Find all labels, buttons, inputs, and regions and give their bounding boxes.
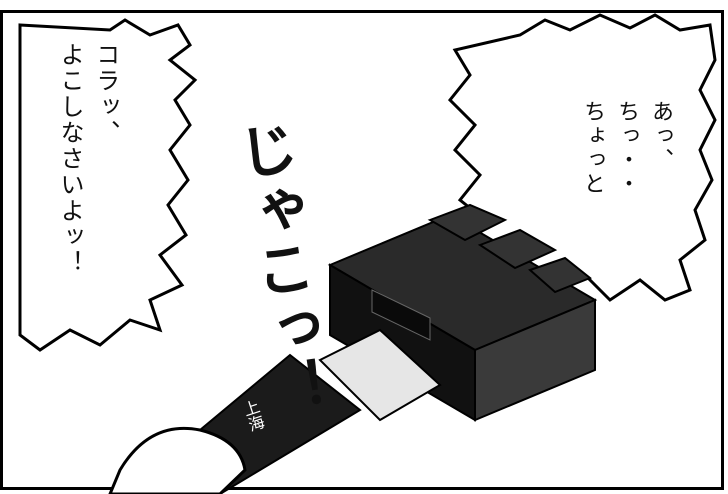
device-fin-1 bbox=[427, 203, 508, 242]
right-speech-balloon bbox=[447, 13, 717, 302]
cartridge-slot bbox=[371, 289, 431, 341]
speech-right-text: あっ、 ちっ・・ ちょっと bbox=[580, 100, 673, 196]
device-fin-3 bbox=[528, 256, 592, 294]
cartridge bbox=[318, 328, 442, 422]
device-side bbox=[474, 298, 596, 422]
speech-left-text: コラッ、 よこしなさいよッ！ bbox=[56, 42, 120, 276]
hand bbox=[108, 426, 247, 494]
device-fin-2 bbox=[477, 228, 558, 270]
left-speech-balloon bbox=[18, 18, 198, 352]
